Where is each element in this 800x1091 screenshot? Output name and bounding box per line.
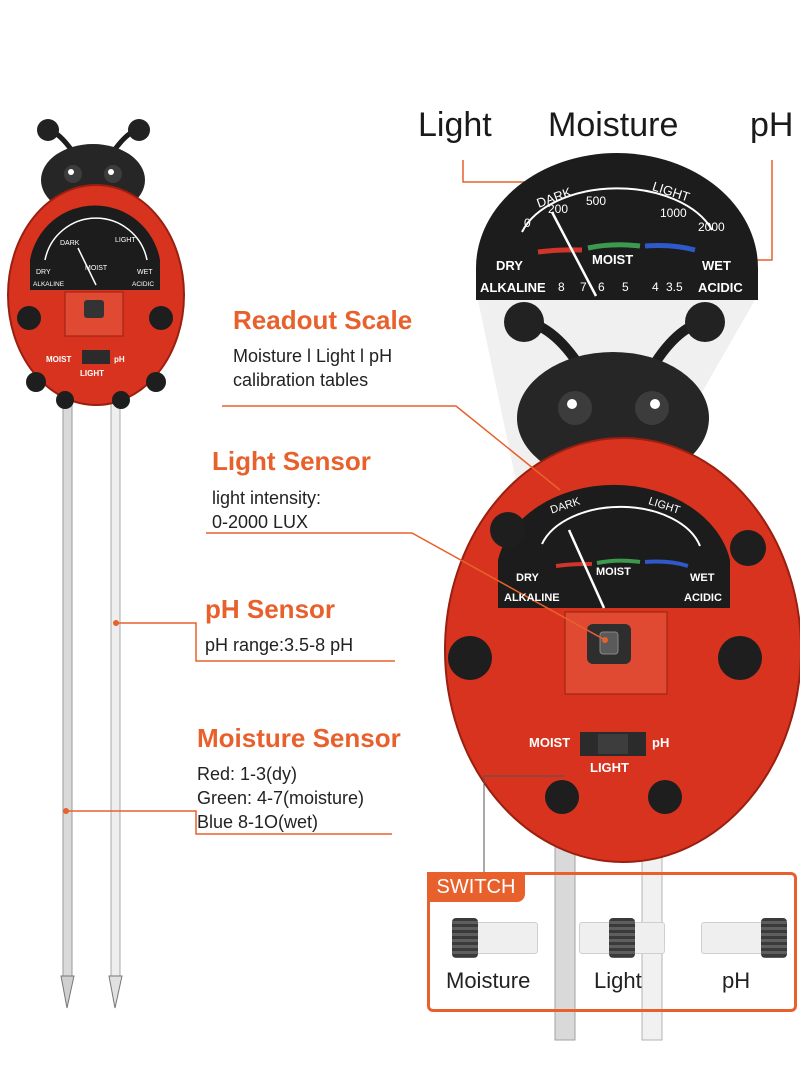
small-dial-wet: WET — [137, 269, 153, 276]
top-label-ph: pH — [750, 106, 794, 144]
ph-sensor-line1: pH range:3.5-8 pH — [205, 635, 354, 655]
zoom-lux-500: 500 — [586, 194, 607, 208]
light-sensor-connector — [206, 532, 606, 641]
moisture-sensor-line2: Green: 4-7(moisture) — [197, 788, 365, 808]
big-wet: WET — [690, 572, 715, 584]
moisture-sensor-line1: Red: 1-3(dy) — [197, 764, 298, 784]
big-alkaline: ALKALINE — [504, 592, 560, 604]
light-sensor-line1: light intensity: — [212, 488, 322, 508]
switch-ph-label: pH — [722, 968, 751, 993]
zoom-moist: MOIST — [592, 252, 634, 267]
ph-sensor-title: pH Sensor — [205, 594, 336, 624]
big-switch-ph: pH — [652, 735, 670, 750]
readout-scale-title: Readout Scale — [233, 305, 413, 335]
switch-panel — [427, 872, 797, 1012]
big-light: LIGHT — [646, 495, 682, 517]
zoom-ph-4: 4 — [652, 280, 659, 294]
big-dial-text: DARK LIGHT DRY MOIST WET ALKALINE ACIDIC — [498, 495, 730, 608]
readout-scale-line2: calibration tables — [233, 370, 369, 390]
zoom-ph-5: 5 — [622, 280, 629, 294]
moisture-sensor-connector — [66, 810, 392, 835]
switch-light-knob — [609, 918, 635, 958]
big-moist: MOIST — [596, 566, 631, 578]
right-probe-tip — [108, 975, 123, 1009]
light-sensor-line2: 0-2000 LUX — [212, 512, 309, 532]
big-acidic: ACIDIC — [684, 592, 722, 604]
big-dial — [498, 484, 730, 608]
big-dark: DARK — [548, 495, 582, 517]
readout-connector — [222, 405, 561, 491]
zoom-wet: WET — [702, 258, 731, 273]
zoomed-dial-text: DARK LIGHT 0 200 500 1000 2000 DRY MOIST… — [476, 178, 758, 300]
big-switch-light: LIGHT — [590, 760, 629, 775]
readout-scale-line1: Moisture l Light l pH — [233, 346, 393, 366]
small-dial-dark: DARK — [60, 240, 80, 247]
zoom-dry: DRY — [496, 258, 523, 273]
switch-moisture-label: Moisture — [446, 968, 531, 993]
ph-sensor-connector — [116, 622, 395, 662]
zoom-lux-200: 200 — [548, 202, 569, 216]
switch-panel-tag: SWITCH — [427, 872, 525, 902]
switch-connector — [483, 775, 565, 872]
zoom-lux-2000: 2000 — [698, 220, 725, 234]
zoom-lux-1000: 1000 — [660, 206, 687, 220]
zoomed-dial — [476, 153, 758, 300]
zoom-light: LIGHT — [650, 178, 692, 205]
moisture-sensor-title: Moisture Sensor — [197, 723, 401, 753]
big-switch-moist: MOIST — [529, 735, 571, 750]
zoom-acidic: ACIDIC — [698, 280, 743, 295]
switch-light-label: Light — [594, 968, 642, 993]
light-sensor-title: Light Sensor — [212, 446, 371, 476]
small-dial-dry: DRY — [36, 269, 51, 276]
zoom-ph-6: 6 — [598, 280, 605, 294]
small-dial-acidic: ACIDIC — [132, 281, 154, 288]
left-probe-tip — [60, 975, 75, 1009]
small-switch-light: LIGHT — [80, 369, 104, 378]
zoom-alkaline: ALKALINE — [480, 280, 546, 295]
switch-moisture-knob — [452, 918, 478, 958]
zoom-lux-0: 0 — [524, 216, 531, 230]
small-meter-illustration: DARK LIGHT DRY MOIST WET ALKALINE ACIDIC… — [7, 119, 185, 1009]
small-dial — [30, 205, 160, 290]
moisture-sensor-line3: Blue 8-1O(wet) — [197, 812, 319, 832]
switch-ph-knob — [761, 918, 787, 958]
zoom-ph-8: 8 — [558, 280, 565, 294]
small-dial-alkaline: ALKALINE — [33, 281, 65, 288]
small-switch-moist: MOIST — [46, 355, 71, 364]
small-switch-ph: pH — [114, 355, 125, 364]
big-dry: DRY — [516, 572, 539, 584]
small-dial-moist: MOIST — [85, 265, 108, 272]
top-label-light: Light — [418, 106, 492, 144]
top-label-moisture: Moisture — [548, 106, 679, 144]
zoom-ph-3-5: 3.5 — [666, 280, 683, 294]
zoom-ph-7: 7 — [580, 280, 587, 294]
small-dial-light: LIGHT — [115, 237, 136, 244]
